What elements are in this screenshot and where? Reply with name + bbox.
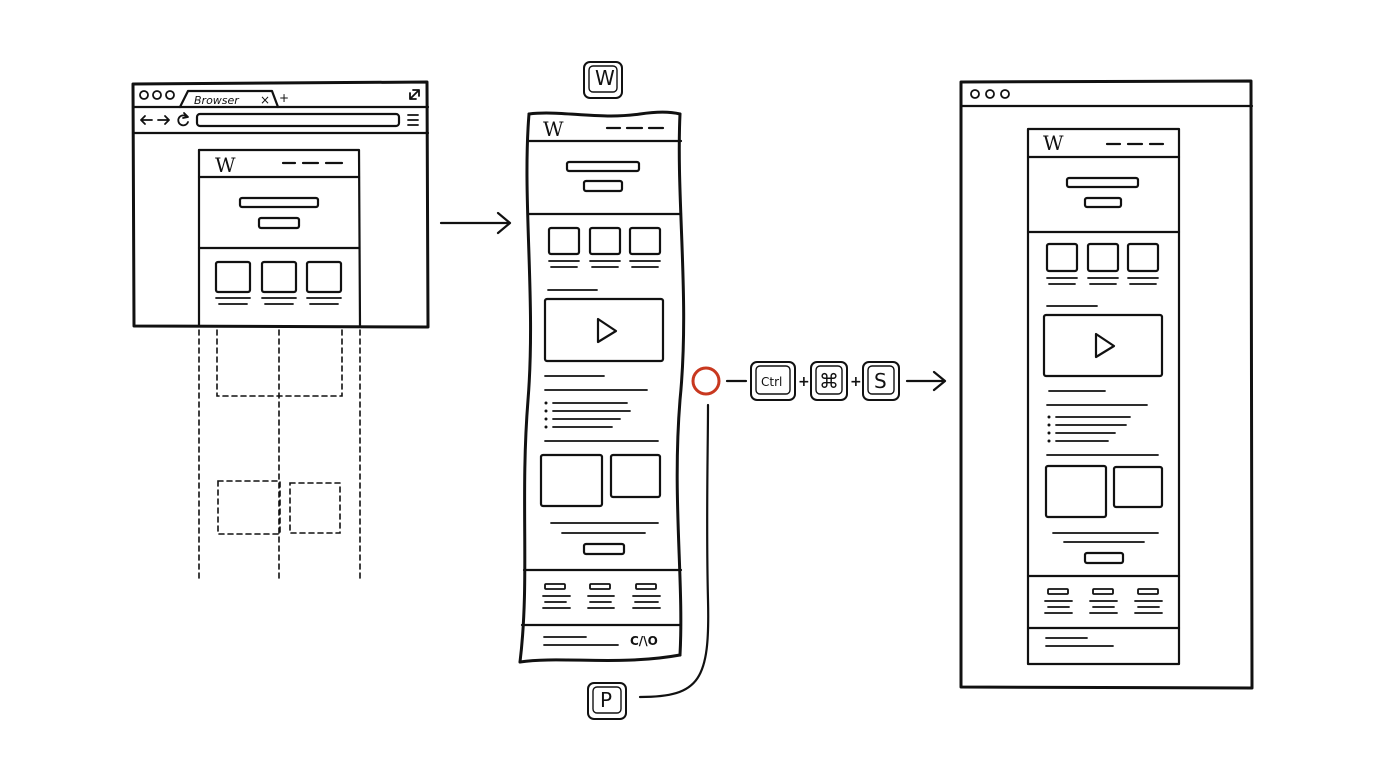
long-page-logo: W <box>543 117 564 141</box>
reload-icon[interactable] <box>177 112 189 127</box>
tab-close-icon[interactable]: × <box>260 93 270 107</box>
saved-window-controls[interactable] <box>970 89 1010 99</box>
w-key-label: W <box>595 66 615 90</box>
p-key-label: P <box>600 688 612 712</box>
ctrl-key[interactable]: Ctrl <box>750 361 796 401</box>
plus-sign-1: + <box>798 374 810 390</box>
accent-marker-circle <box>691 366 721 396</box>
w-key[interactable]: W <box>583 61 623 99</box>
plus-sign-2: + <box>850 374 862 390</box>
saved-play-icon <box>1094 332 1116 359</box>
p-key-connector <box>638 403 710 699</box>
tab-label: Browser <box>194 94 240 107</box>
cmd-key[interactable]: ⌘ <box>810 361 848 401</box>
saved-page-logo: W <box>1043 131 1064 155</box>
cmd-key-label: ⌘ <box>819 369 839 393</box>
back-arrow-icon[interactable] <box>140 115 153 125</box>
s-key[interactable]: S <box>862 361 900 401</box>
footer-code-mark: C/\O <box>630 634 658 648</box>
saved-page-content: W <box>1026 127 1181 666</box>
window-controls[interactable] <box>139 90 175 100</box>
expand-icon[interactable] <box>409 89 420 100</box>
browser-page-preview: W <box>197 148 362 328</box>
below-fold-dashed <box>198 329 361 579</box>
browser-tab[interactable]: Browser × <box>178 89 280 109</box>
long-page-capture: W C/\O <box>518 110 686 664</box>
site-logo: W <box>215 153 236 177</box>
address-bar[interactable] <box>195 112 401 128</box>
saved-page-window: W <box>959 79 1254 690</box>
p-key[interactable]: P <box>587 682 627 720</box>
menu-icon[interactable] <box>407 114 419 126</box>
forward-arrow-icon[interactable] <box>157 115 170 125</box>
browser-window: Browser × + W <box>131 80 430 579</box>
new-tab-icon[interactable]: + <box>279 91 289 105</box>
s-key-label: S <box>874 369 887 393</box>
play-icon <box>596 317 618 344</box>
ctrl-key-label: Ctrl <box>761 375 782 389</box>
arrow-right-2 <box>905 370 947 392</box>
arrow-right-1 <box>439 211 512 235</box>
